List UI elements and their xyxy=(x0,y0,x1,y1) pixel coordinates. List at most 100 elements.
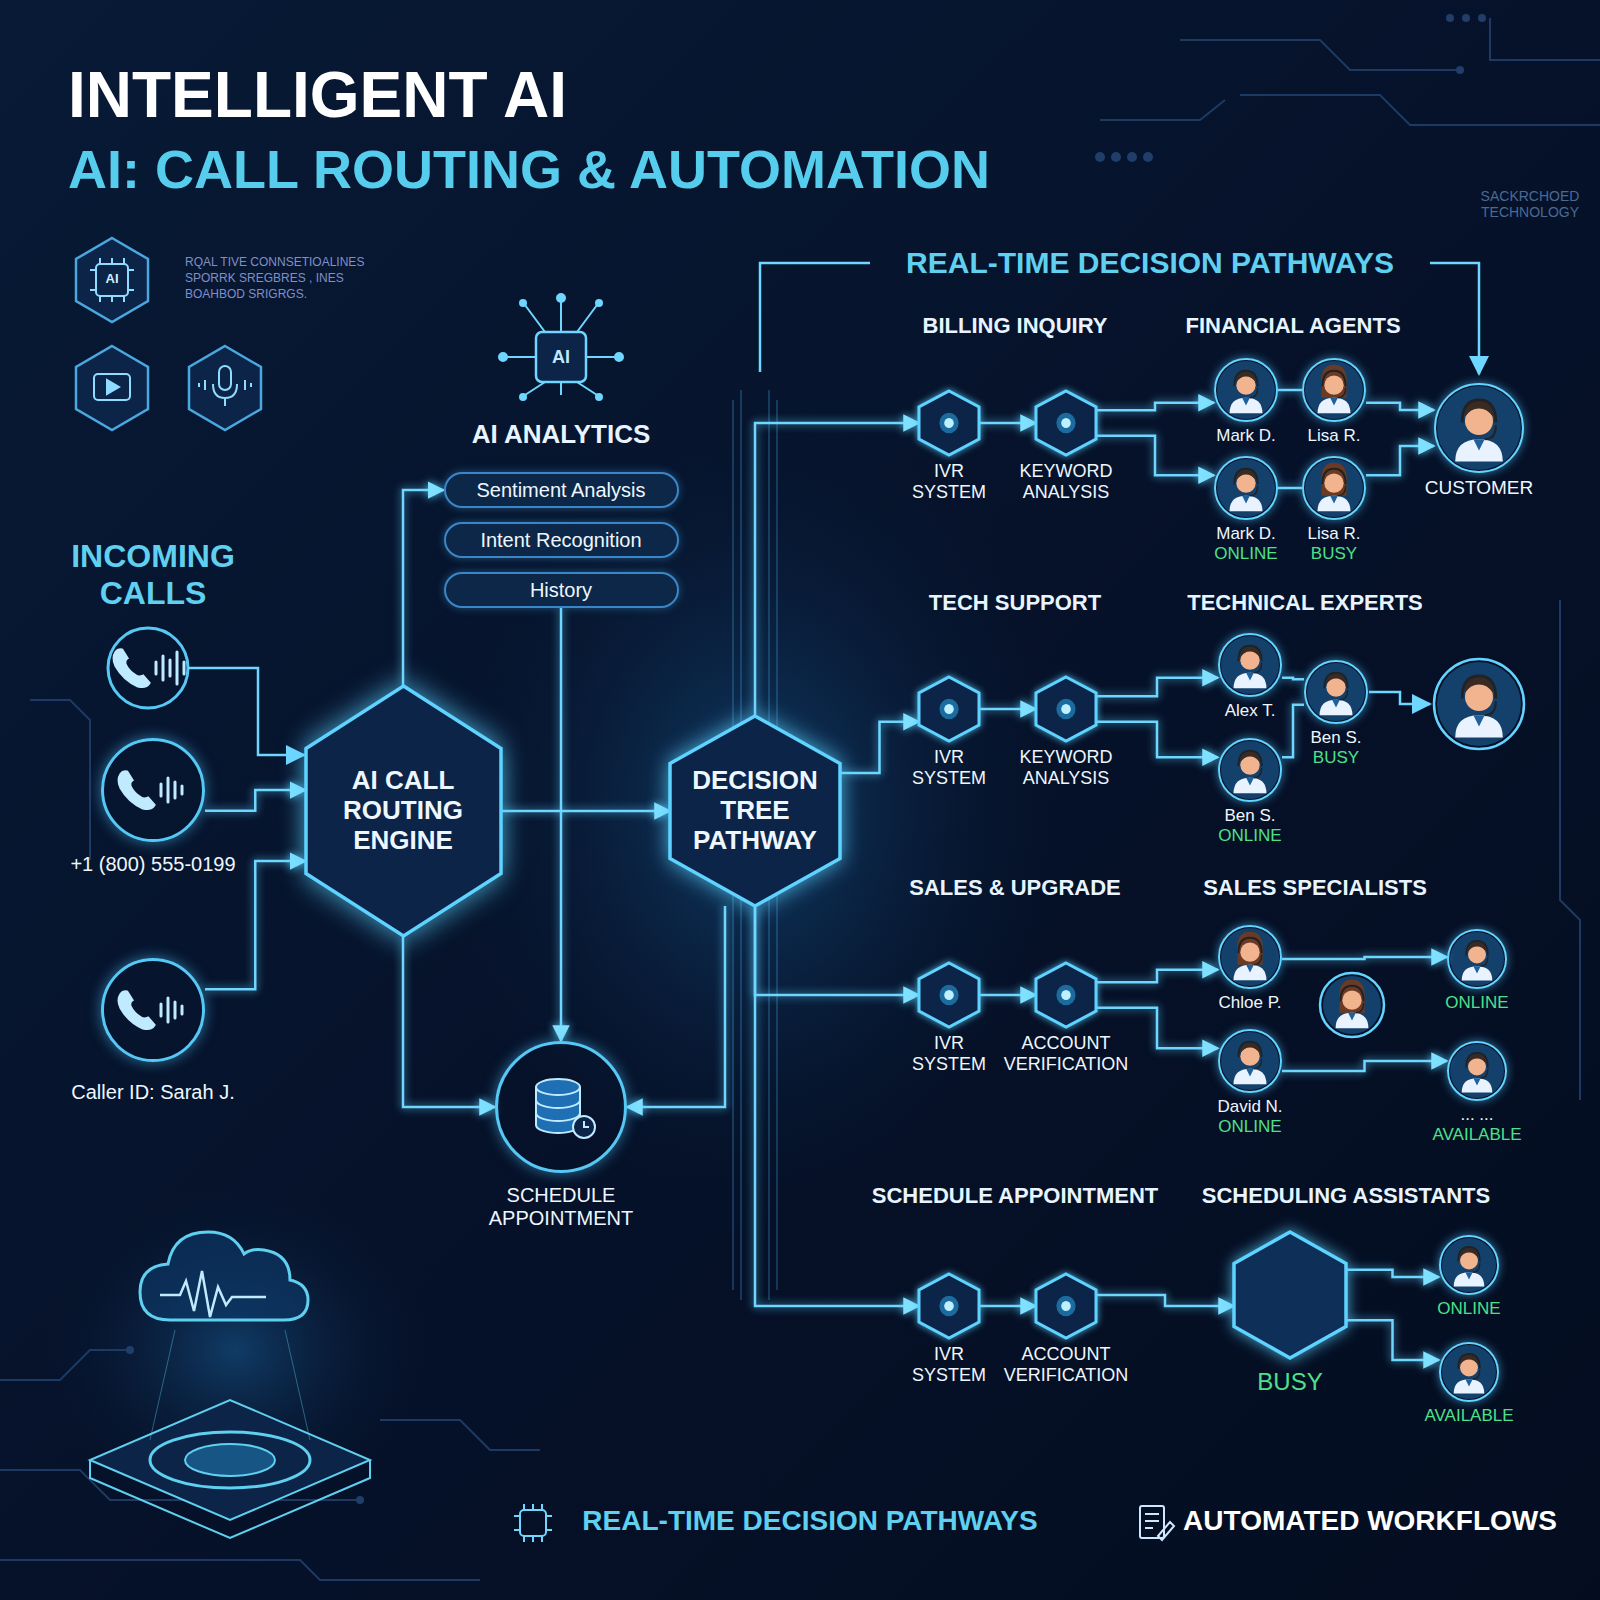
node-caption: Lisa R.BUSY xyxy=(1308,524,1361,563)
text-label: AI xyxy=(106,272,119,287)
connector xyxy=(1366,446,1434,475)
text-label: REAL-TIME DECISION PATHWAYS xyxy=(906,246,1394,281)
connector xyxy=(1096,1295,1234,1306)
node-text: DECISION TREE PATHWAY xyxy=(692,766,818,856)
person-glyph xyxy=(1221,1032,1279,1090)
agent-avatar: David N.ONLINE xyxy=(1218,1029,1282,1093)
connector xyxy=(1096,436,1214,475)
connector xyxy=(1096,678,1218,696)
node-label: CUSTOMER xyxy=(1425,477,1533,499)
text-label: BOAHBOD SRIGRGS. xyxy=(185,288,307,302)
status-text: ONLINE xyxy=(1217,1117,1282,1137)
node-label: Alex T. xyxy=(1225,701,1276,721)
node-text: Sentiment Analysis xyxy=(477,479,646,502)
node-caption: AVAILABLE xyxy=(1424,1406,1513,1426)
step-hexagon: IVR SYSTEM xyxy=(919,1274,979,1338)
footer-icons xyxy=(514,1504,1174,1542)
hexagon-outline xyxy=(1234,1232,1346,1358)
person-glyph xyxy=(1221,636,1279,694)
node-caption: ONLINE xyxy=(1437,1299,1500,1319)
status-text: ONLINE xyxy=(1445,993,1508,1013)
text-label: SACKRCHOED TECHNOLOGY xyxy=(1481,188,1580,220)
text-label: SALES SPECIALISTS xyxy=(1203,875,1427,900)
person-glyph xyxy=(1221,741,1279,799)
node-caption: BUSY xyxy=(1257,1368,1322,1396)
person-glyph xyxy=(1442,1238,1496,1292)
connector xyxy=(1096,970,1218,982)
hologram xyxy=(90,1232,370,1538)
node-caption: Chloe P. xyxy=(1218,993,1281,1013)
person-glyph xyxy=(1323,976,1381,1034)
connector xyxy=(1366,403,1434,410)
node-caption: KEYWORD ANALYSIS xyxy=(1019,461,1112,502)
connector xyxy=(1282,705,1304,757)
text-label: SPORRK SREGBRES , INES xyxy=(185,272,344,286)
pathway-bracket xyxy=(760,263,1479,374)
title: INTELLIGENT AI xyxy=(68,58,567,132)
hexagon-outline xyxy=(919,963,979,1027)
node-caption: KEYWORD ANALYSIS xyxy=(1019,747,1112,788)
connector xyxy=(1346,1320,1439,1360)
node-caption: Lisa R. xyxy=(1308,426,1361,446)
node-caption: CUSTOMER xyxy=(1425,477,1533,499)
node-label: +1 (800) 555-0199 xyxy=(70,853,235,876)
node-caption: Ben S.BUSY xyxy=(1310,728,1361,767)
status-text: ONLINE xyxy=(1218,826,1281,846)
node-caption: Alex T. xyxy=(1225,701,1276,721)
node-label: Mark D. xyxy=(1214,524,1277,544)
connector xyxy=(755,906,919,1306)
connector xyxy=(755,423,919,716)
step-hexagon: IVR SYSTEM xyxy=(919,677,979,741)
node-label: IVR SYSTEM xyxy=(912,747,986,788)
agent-avatar: Chloe P. xyxy=(1218,925,1282,989)
node-label: Lisa R. xyxy=(1308,426,1361,446)
connector xyxy=(627,906,725,1107)
text-label: AUTOMATED WORKFLOWS xyxy=(1183,1505,1557,1537)
process-hexagon: DECISION TREE PATHWAY xyxy=(670,716,840,906)
text-label: AI ANALYTICS xyxy=(472,420,651,450)
phone-wire xyxy=(188,668,304,755)
node-label: History xyxy=(530,579,592,602)
connector xyxy=(1096,722,1218,757)
text-label: BILLING INQUIRY xyxy=(923,313,1108,338)
step-hexagon: IVR SYSTEM xyxy=(919,963,979,1027)
node-label: IVR SYSTEM xyxy=(912,461,986,502)
person-glyph xyxy=(1217,459,1275,517)
hexagon-outline xyxy=(919,391,979,455)
node-label: KEYWORD ANALYSIS xyxy=(1019,461,1112,502)
person-glyph xyxy=(1305,361,1363,419)
person-glyph xyxy=(1307,663,1365,721)
node-label: ACCOUNT VERIFICATION xyxy=(1004,1033,1129,1074)
node-text: Intent Recognition xyxy=(480,529,641,552)
node-caption: ... ...AVAILABLE xyxy=(1432,1105,1521,1144)
connector xyxy=(1282,678,1304,679)
person-glyph xyxy=(1437,386,1521,470)
connector xyxy=(979,708,1036,711)
person-glyph xyxy=(1305,459,1363,517)
person-glyph xyxy=(1450,932,1504,986)
text-label: AI xyxy=(552,347,570,368)
agent-avatar: Lisa R.BUSY xyxy=(1302,456,1366,520)
database-circle: SCHEDULE APPOINTMENT xyxy=(495,1041,627,1173)
step-hexagon: IVR SYSTEM xyxy=(919,391,979,455)
node-caption: ACCOUNT VERIFICATION xyxy=(1004,1344,1129,1385)
agent-avatar: Mark D.ONLINE xyxy=(1214,456,1278,520)
text-label: AI: CALL ROUTING & AUTOMATION xyxy=(68,138,990,200)
connector xyxy=(403,936,495,1107)
agent-avatar: AVAILABLE xyxy=(1439,1342,1499,1402)
connector xyxy=(1096,403,1214,410)
text-label: SCHEDULE APPOINTMENT xyxy=(872,1183,1158,1208)
agent-ring xyxy=(1434,659,1524,749)
node-caption: IVR SYSTEM xyxy=(912,1344,986,1385)
status-text: BUSY xyxy=(1257,1368,1322,1396)
text-label: SCHEDULING ASSISTANTS xyxy=(1202,1183,1490,1208)
hexagon-outline xyxy=(919,677,979,741)
node-label: Caller ID: Sarah J. xyxy=(71,1081,234,1104)
agent-avatar: Lisa R. xyxy=(1302,358,1366,422)
circuit-dots xyxy=(126,14,1486,1504)
node-label: Lisa R. xyxy=(1308,524,1361,544)
agent-avatar: Alex T. xyxy=(1218,633,1282,697)
step-hexagon: KEYWORD ANALYSIS xyxy=(1036,391,1096,455)
